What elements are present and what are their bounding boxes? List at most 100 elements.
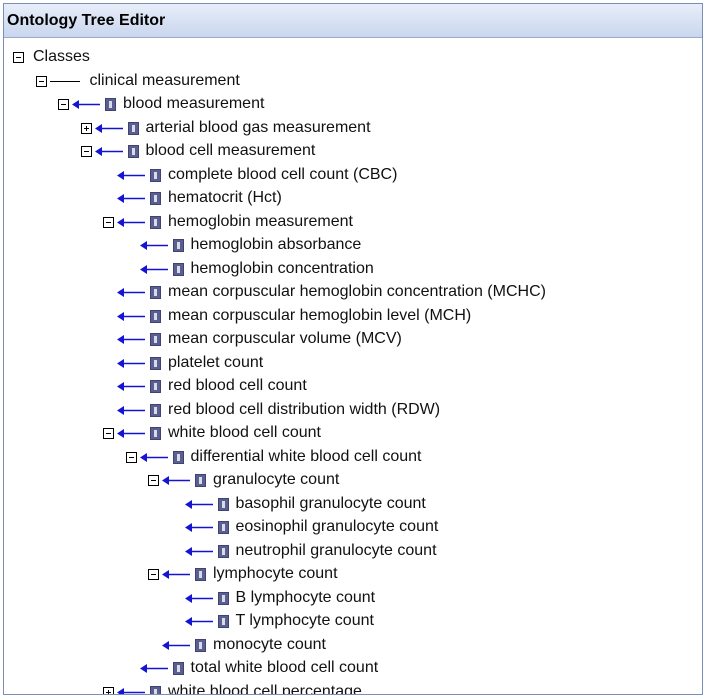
class-icon (150, 427, 161, 440)
tree-row[interactable]: total white blood cell count (4, 657, 694, 680)
class-icon (195, 568, 206, 581)
tree-node-label[interactable]: total white blood cell count (190, 659, 379, 676)
tree-node-label[interactable]: blood cell measurement (145, 142, 316, 159)
class-icon (217, 615, 229, 628)
tree-node-label[interactable]: red blood cell distribution width (RDW) (168, 400, 441, 418)
tree-row[interactable]: hemoglobin absorbance (4, 234, 694, 257)
class-icon (195, 474, 206, 487)
subclass-arrow-icon (139, 264, 168, 274)
tree-node-label[interactable]: neutrophil granulocyte count (235, 541, 437, 559)
tree-row[interactable]: blood measurement (4, 93, 694, 116)
tree-node-label[interactable]: B lymphocyte count (235, 588, 376, 606)
subclass-arrow-icon (72, 100, 100, 109)
tree-row[interactable]: arterial blood gas measurement (4, 117, 694, 140)
class-icon (150, 356, 161, 370)
tree-row[interactable]: mean corpuscular hemoglobin concentratio… (4, 281, 694, 304)
tree-row[interactable]: differential white blood cell count (4, 446, 694, 469)
tree-node-label[interactable]: basophil granulocyte count (235, 494, 426, 512)
subclass-arrow-icon (117, 170, 145, 180)
tree-node-label[interactable]: hemoglobin measurement (168, 212, 353, 230)
tree-node-label[interactable]: granulocyte count (213, 471, 340, 488)
subclass-arrow-icon (184, 617, 213, 626)
tree-node-label[interactable]: arterial blood gas measurement (145, 118, 371, 136)
tree-row[interactable]: granulocyte count (4, 469, 694, 492)
tree-node-label[interactable]: clinical measurement (89, 71, 240, 89)
subclass-arrow-icon (117, 358, 145, 368)
tree-row[interactable]: clinical measurement (4, 70, 694, 93)
tree-node-label[interactable]: platelet count (168, 353, 264, 371)
title-bar: Ontology Tree Editor (4, 4, 702, 38)
tree-node-label[interactable]: T lymphocyte count (235, 612, 374, 629)
subclass-arrow-icon (184, 499, 213, 509)
class-icon (127, 121, 139, 135)
subclass-arrow-icon (117, 288, 145, 297)
tree-node-label[interactable]: mean corpuscular hemoglobin concentratio… (168, 283, 546, 300)
tree-node-label[interactable]: hematocrit (Hct) (168, 189, 282, 206)
subclass-arrow-icon (162, 570, 190, 579)
tree-row[interactable]: mean corpuscular hemoglobin level (MCH) (4, 305, 694, 328)
tree-row[interactable]: basophil granulocyte count (4, 493, 694, 516)
tree-node-label[interactable]: hemoglobin absorbance (190, 236, 362, 253)
expand-icon[interactable] (103, 686, 114, 694)
tree-row[interactable]: eosinophil granulocyte count (4, 516, 694, 539)
tree-node-label[interactable]: hemoglobin concentration (190, 259, 374, 277)
collapse-icon[interactable] (58, 99, 69, 110)
subclass-arrow-icon (162, 640, 190, 650)
collapse-icon[interactable] (13, 52, 24, 63)
tree-node-label[interactable]: eosinophil granulocyte count (235, 518, 439, 535)
tree-row[interactable]: neutrophil granulocyte count (4, 540, 694, 563)
connector-line (49, 80, 80, 82)
class-icon (217, 591, 229, 605)
class-icon (195, 638, 206, 652)
tree-node-label[interactable]: white blood cell percentage (168, 682, 362, 695)
tree-row[interactable]: B lymphocyte count (4, 587, 694, 610)
tree-node-label[interactable]: monocyte count (213, 635, 326, 653)
collapse-icon[interactable] (148, 475, 159, 486)
tree-row[interactable]: hemoglobin measurement (4, 211, 694, 234)
class-icon (150, 168, 161, 182)
tree-row[interactable]: red blood cell count (4, 375, 694, 398)
tree-row[interactable]: T lymphocyte count (4, 610, 694, 633)
tree-row[interactable]: red blood cell distribution width (RDW) (4, 399, 694, 422)
class-icon (150, 192, 161, 205)
subclass-arrow-icon (117, 335, 145, 344)
ontology-tree-editor-window: Ontology Tree Editor Classes clinical mea… (3, 3, 703, 695)
subclass-arrow-icon (117, 687, 145, 694)
collapse-icon[interactable] (125, 451, 137, 463)
tree-row[interactable]: monocyte count (4, 634, 694, 657)
expand-icon[interactable] (80, 122, 92, 134)
class-icon (217, 497, 229, 511)
collapse-icon[interactable] (103, 216, 114, 228)
collapse-icon[interactable] (103, 428, 114, 439)
subclass-arrow-icon (139, 452, 168, 462)
tree-node-label[interactable]: white blood cell count (168, 424, 321, 441)
tree-row[interactable]: mean corpuscular volume (MCV) (4, 328, 694, 351)
subclass-arrow-icon (162, 476, 190, 485)
tree-row[interactable]: platelet count (4, 352, 694, 375)
class-icon (172, 450, 184, 464)
subclass-arrow-icon (117, 382, 145, 391)
tree-node-label[interactable]: mean corpuscular volume (MCV) (168, 330, 402, 347)
tree-row[interactable]: lymphocyte count (4, 563, 694, 586)
tree-row[interactable]: white blood cell count (4, 422, 694, 445)
collapse-icon[interactable] (148, 569, 159, 580)
tree-row[interactable]: white blood cell percentage (4, 681, 694, 695)
tree-row[interactable]: complete blood cell count (CBC) (4, 164, 694, 187)
tree-node-label[interactable]: Classes (33, 48, 90, 65)
tree-row[interactable]: blood cell measurement (4, 140, 694, 163)
tree-node-label[interactable]: complete blood cell count (CBC) (168, 165, 398, 183)
subclass-arrow-icon (117, 311, 145, 321)
collapse-icon[interactable] (80, 146, 92, 157)
tree-node-label[interactable]: blood measurement (123, 95, 265, 112)
tree-node-label[interactable]: lymphocyte count (213, 565, 338, 582)
tree-row[interactable]: hematocrit (Hct) (4, 187, 694, 210)
tree-row[interactable]: hemoglobin concentration (4, 258, 694, 281)
class-icon (127, 145, 139, 158)
tree-node-label[interactable]: mean corpuscular hemoglobin level (MCH) (168, 306, 472, 324)
tree-node-label[interactable]: red blood cell count (168, 377, 307, 394)
collapse-icon[interactable] (35, 75, 47, 87)
tree-node-label[interactable]: differential white blood cell count (190, 447, 422, 465)
subclass-arrow-icon (117, 217, 145, 227)
subclass-arrow-icon (117, 194, 145, 203)
tree-row[interactable]: Classes (4, 46, 694, 69)
